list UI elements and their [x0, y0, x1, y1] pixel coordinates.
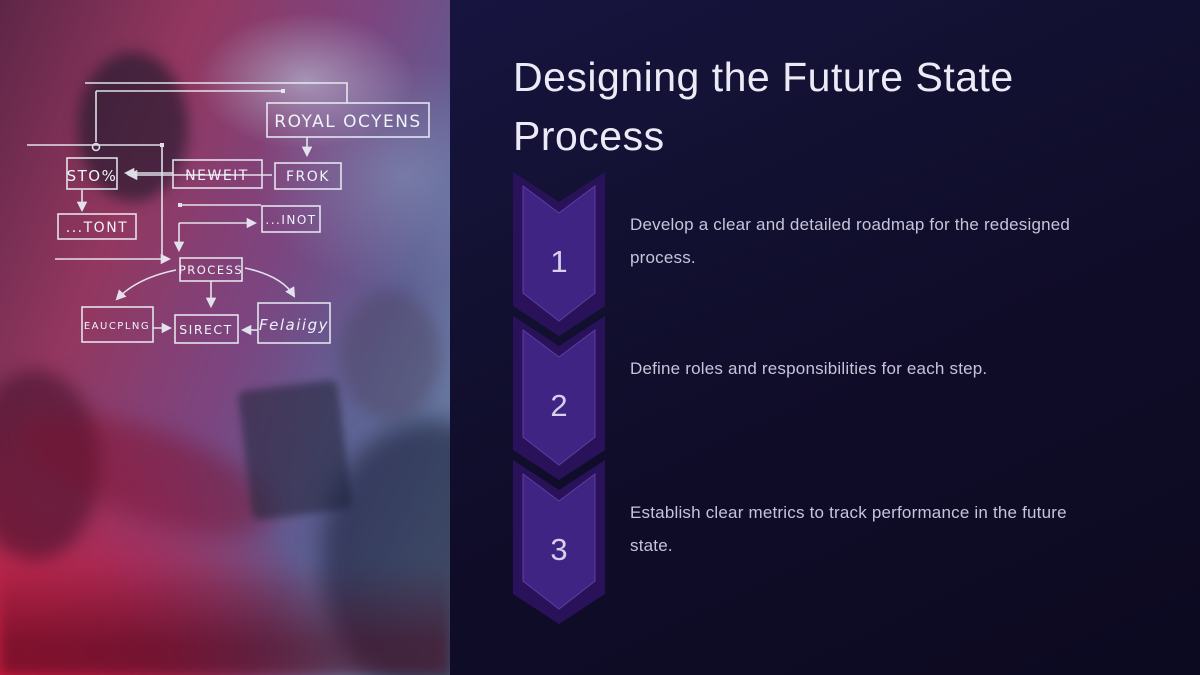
- fc-box-frok: [274, 162, 342, 190]
- fc-label-frok: FROK: [286, 169, 330, 185]
- fc-label-sto: STO%: [67, 167, 118, 185]
- flowchart-overlay: ROYAL OCYENS STO% NEWEIT FROK ...TONT ..…: [27, 82, 430, 344]
- fc-arrow-process-eaucplng: [115, 269, 177, 301]
- step-1-text: Develop a clear and detailed roadmap for…: [630, 215, 1071, 267]
- step-1-chevron: 1: [513, 172, 605, 336]
- step-2-number: 2: [550, 388, 568, 423]
- step-1-number: 1: [550, 244, 568, 279]
- fc-dot-inot: [178, 203, 182, 207]
- fc-arrow-process-felaiigy: [244, 267, 296, 298]
- silhouette-desk: [0, 565, 450, 675]
- fc-box-process: [179, 257, 243, 282]
- fc-dot-end: [281, 89, 285, 93]
- slide-title-line1: Designing the Future State: [513, 54, 1014, 100]
- step-3-chevron: 3: [513, 460, 605, 624]
- fc-box-eaucplng: [81, 306, 154, 343]
- fc-box-sto: [66, 157, 118, 190]
- content-panel: Designing the Future State Process 1 Dev…: [450, 0, 1200, 675]
- slide-title: Designing the Future State Process: [513, 48, 1173, 166]
- fc-label-tont: ...TONT: [66, 220, 128, 236]
- fc-label-royal-ocyens: ROYAL OCYENS: [274, 112, 421, 132]
- fc-box-tont: [57, 213, 137, 240]
- fc-box-neweit: [172, 159, 263, 189]
- fc-label-eaucplng: EAUCPLNG: [84, 321, 150, 332]
- step-3-number: 3: [550, 532, 568, 567]
- fc-label-process: PROCESS: [179, 263, 243, 277]
- silhouette-person-right-face: [340, 290, 440, 420]
- fc-box-royal-ocyens: [266, 102, 430, 138]
- step-2-text: Define roles and responsibilities for ea…: [630, 359, 988, 378]
- fc-box-felaiigy: [257, 302, 331, 344]
- fc-label-felaiigy: Felaiigy: [259, 316, 329, 334]
- team-photo-duotone: ROYAL OCYENS STO% NEWEIT FROK ...TONT ..…: [0, 0, 450, 675]
- chevron-shape-2: [513, 316, 605, 480]
- fc-label-neweit: NEWEIT: [185, 168, 249, 184]
- fc-box-sirect: [174, 314, 239, 344]
- slide-title-line2: Process: [513, 113, 665, 159]
- chevron-shape-3: [513, 460, 605, 624]
- fc-label-sirect: SIRECT: [179, 322, 233, 337]
- fc-dot-junction: [160, 143, 164, 147]
- chevron-shape-1: [513, 172, 605, 336]
- fc-label-inot: ...INOT: [265, 213, 316, 227]
- step-3-text: Establish clear metrics to track perform…: [630, 503, 1067, 555]
- fc-box-inot: [261, 205, 321, 233]
- step-2-chevron: 2: [513, 316, 605, 480]
- fc-circle-node: [91, 142, 101, 152]
- fc-line-top: [85, 82, 348, 103]
- silhouette-person-left: [0, 370, 100, 560]
- fc-line-mid-vert: [27, 144, 163, 258]
